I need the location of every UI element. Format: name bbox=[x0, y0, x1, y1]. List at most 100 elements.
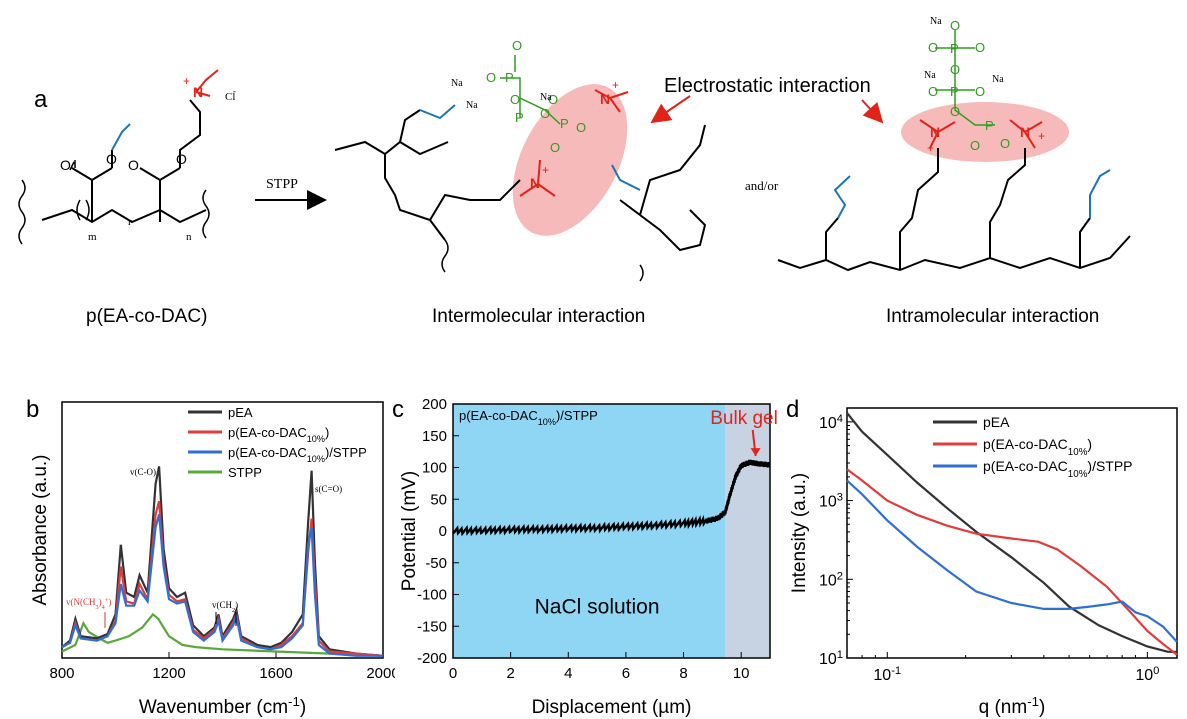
series-line bbox=[61, 466, 384, 657]
svg-text:O: O bbox=[60, 157, 71, 173]
peak-label: v(CH2) bbox=[212, 600, 238, 614]
series-line bbox=[452, 459, 771, 537]
y-tick-label: 103 bbox=[819, 492, 843, 511]
svg-text:P: P bbox=[985, 118, 994, 133]
svg-text:O: O bbox=[548, 92, 558, 107]
svg-text:O: O bbox=[512, 38, 522, 53]
y-tick-label: 104 bbox=[819, 413, 843, 432]
y-tick-label: 200 bbox=[422, 396, 447, 413]
svg-text:n: n bbox=[186, 231, 192, 243]
y-axis-label: Intensity (a.u.) bbox=[789, 473, 810, 593]
reagent-label: STPP bbox=[266, 177, 298, 192]
svg-text:O: O bbox=[510, 92, 520, 107]
x-tick-label: 100 bbox=[1135, 665, 1159, 684]
legend-label: p(EA-co-DAC10%) bbox=[228, 425, 329, 444]
svg-text:P: P bbox=[505, 70, 514, 85]
x-tick-label: 2000 bbox=[366, 665, 395, 682]
x-tick-label: 6 bbox=[622, 665, 630, 682]
bulk-gel-label: Bulk gel bbox=[710, 408, 778, 429]
svg-text:+: + bbox=[183, 74, 190, 88]
sodium-ion: Na bbox=[924, 70, 936, 81]
svg-text:O: O bbox=[950, 104, 960, 119]
caption-monomer: p(EA-co-DAC) bbox=[86, 306, 208, 327]
svg-text:N: N bbox=[1020, 124, 1030, 140]
reaction-scheme: N + Cl - O O O O m n r STPP N + N + PO O… bbox=[18, 16, 1131, 282]
svg-text:r: r bbox=[128, 216, 132, 228]
plot-frame bbox=[846, 407, 1178, 659]
svg-text:+: + bbox=[927, 141, 934, 155]
peak-label: v(C-O) bbox=[130, 467, 156, 477]
y-tick-label: -150 bbox=[417, 618, 447, 635]
series-line bbox=[61, 514, 383, 657]
and-or-label: and/or bbox=[745, 178, 779, 193]
x-tick-label: 800 bbox=[49, 665, 74, 682]
sodium-ion: Na bbox=[466, 100, 478, 111]
y-tick-label: -200 bbox=[417, 650, 447, 667]
y-tick-label: 102 bbox=[819, 570, 843, 589]
legend-label: pEA bbox=[228, 405, 253, 420]
svg-text:O: O bbox=[928, 84, 938, 99]
caption-intramolecular: Intramolecular interaction bbox=[886, 306, 1100, 327]
svg-text:O: O bbox=[950, 62, 960, 77]
solution-region bbox=[453, 404, 726, 658]
caption-intermolecular: Intermolecular interaction bbox=[432, 306, 646, 327]
panel-a-letter: a bbox=[34, 86, 48, 113]
intermolecular-structure bbox=[334, 109, 707, 282]
x-axis-label: q (nm-1) bbox=[979, 694, 1046, 719]
x-tick-label: 10 bbox=[733, 665, 750, 682]
y-tick-label: -50 bbox=[425, 555, 447, 572]
y-tick-label: 50 bbox=[430, 491, 447, 508]
x-tick-label: 1600 bbox=[259, 665, 292, 682]
svg-text:O: O bbox=[576, 120, 586, 135]
gel-region bbox=[725, 404, 770, 658]
x-tick-label: 10-1 bbox=[873, 665, 901, 684]
plot-frame bbox=[61, 401, 384, 659]
counterion-label: Cl bbox=[225, 91, 235, 103]
svg-text:O: O bbox=[928, 40, 938, 55]
svg-text:P: P bbox=[515, 110, 524, 125]
svg-text:+: + bbox=[612, 78, 619, 92]
series-line bbox=[846, 412, 1177, 653]
y-tick-label: -100 bbox=[417, 587, 447, 604]
x-tick-label: 4 bbox=[564, 665, 572, 682]
y-tick-label: 100 bbox=[422, 460, 447, 477]
svg-text:N: N bbox=[930, 124, 940, 140]
panel-c-letter: c bbox=[392, 396, 404, 423]
sodium-ion: Na bbox=[992, 74, 1004, 85]
legend-label: pEA bbox=[983, 414, 1010, 430]
x-tick-label: 2 bbox=[506, 665, 514, 682]
svg-text:+: + bbox=[542, 163, 549, 177]
series-line bbox=[846, 479, 1178, 643]
x-axis-label: Displacement (µm) bbox=[532, 697, 692, 718]
svg-text:O: O bbox=[975, 40, 985, 55]
peak-label: s(C=O) bbox=[315, 484, 342, 494]
svg-text:O: O bbox=[176, 151, 187, 167]
electrostatic-label: Electrostatic interaction bbox=[664, 75, 871, 97]
y-axis-label: Potential (mV) bbox=[399, 471, 420, 591]
svg-text:O: O bbox=[106, 151, 117, 167]
peak-label: v(N(CH3)4+) bbox=[66, 597, 111, 611]
x-axis-label: Wavenumber (cm-1) bbox=[139, 694, 306, 719]
legend-label: p(EA-co-DAC10%)/STPP bbox=[983, 458, 1133, 480]
region-label: NaCl solution bbox=[535, 596, 660, 619]
svg-text:-: - bbox=[233, 86, 236, 96]
svg-text:P: P bbox=[560, 116, 569, 131]
svg-text:O: O bbox=[540, 106, 550, 121]
legend-label: p(EA-co-DAC10%) bbox=[983, 436, 1092, 458]
inner-title: p(EA-co-DAC10%)/STPP bbox=[459, 408, 598, 427]
y-tick-label: 150 bbox=[422, 428, 447, 445]
bulk-gel-arrowhead bbox=[750, 448, 761, 457]
legend-label: p(EA-co-DAC10%)/STPP bbox=[228, 445, 367, 464]
sodium-ion: Na bbox=[451, 78, 463, 89]
x-tick-label: 1200 bbox=[152, 665, 185, 682]
sodium-ion: Na bbox=[930, 16, 942, 27]
svg-text:N: N bbox=[530, 175, 540, 191]
sodium-ion: Na bbox=[540, 92, 552, 103]
svg-text:N: N bbox=[193, 84, 203, 100]
y-tick-label: 0 bbox=[439, 523, 447, 540]
series-line bbox=[61, 612, 384, 657]
monomer-structure bbox=[18, 99, 210, 245]
svg-text:O: O bbox=[486, 70, 496, 85]
